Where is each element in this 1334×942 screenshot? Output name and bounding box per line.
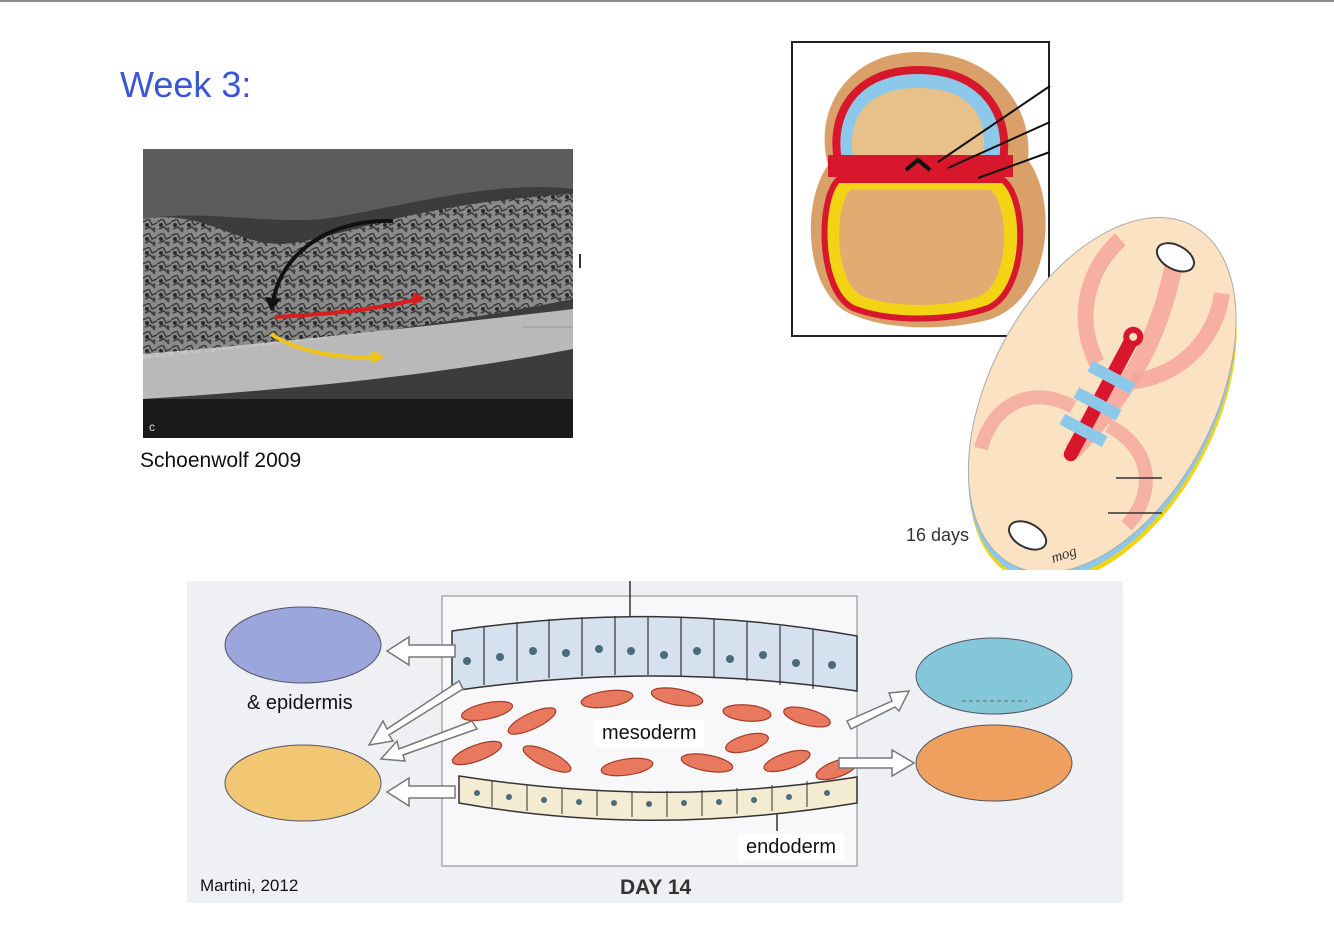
- day14-figure: [187, 581, 1123, 903]
- mesoderm-label: mesoderm: [594, 720, 705, 747]
- label-tick: [579, 254, 581, 268]
- sem-micrograph: c: [143, 149, 573, 438]
- top-divider: [0, 0, 1334, 2]
- sem-tissue-layer: [143, 194, 573, 359]
- artist-signature: mog: [1049, 543, 1079, 566]
- figure-credit: Martini, 2012: [200, 876, 299, 895]
- embryonic-disc: [967, 217, 1237, 570]
- endoderm-layer: [458, 775, 858, 821]
- mesoderm-cells: [451, 687, 859, 781]
- red-arrow: [274, 297, 419, 319]
- endoderm-derivative-oval: [224, 744, 382, 822]
- sem-top-surface: [143, 149, 573, 221]
- sem-lower-layer: [143, 309, 573, 399]
- endoderm-label: endoderm: [738, 834, 845, 861]
- mesoderm-layer: [828, 155, 1013, 177]
- mesoderm-derivative-oval-top: [915, 637, 1073, 715]
- sem-panel-letter: c: [149, 420, 155, 434]
- embryo-illustration: mog: [791, 41, 1237, 570]
- yellow-arrow: [269, 332, 376, 360]
- ectoderm-layer: [451, 615, 858, 692]
- day14-title: DAY 14: [620, 876, 692, 899]
- cloacal-membrane: [1008, 520, 1048, 551]
- mesoderm-derivative-oval-bottom: [915, 724, 1073, 802]
- black-arrow: [271, 218, 394, 305]
- sem-caption: Schoenwolf 2009: [140, 449, 302, 472]
- derivative-arrows: [367, 635, 916, 808]
- slide-title: Week 3:: [120, 64, 252, 105]
- days-label: 16 days: [906, 525, 970, 545]
- ectoderm-derivative-oval: [224, 606, 382, 684]
- oropharyngeal-membrane: [1155, 242, 1196, 273]
- epidermis-label: & epidermis: [247, 692, 353, 714]
